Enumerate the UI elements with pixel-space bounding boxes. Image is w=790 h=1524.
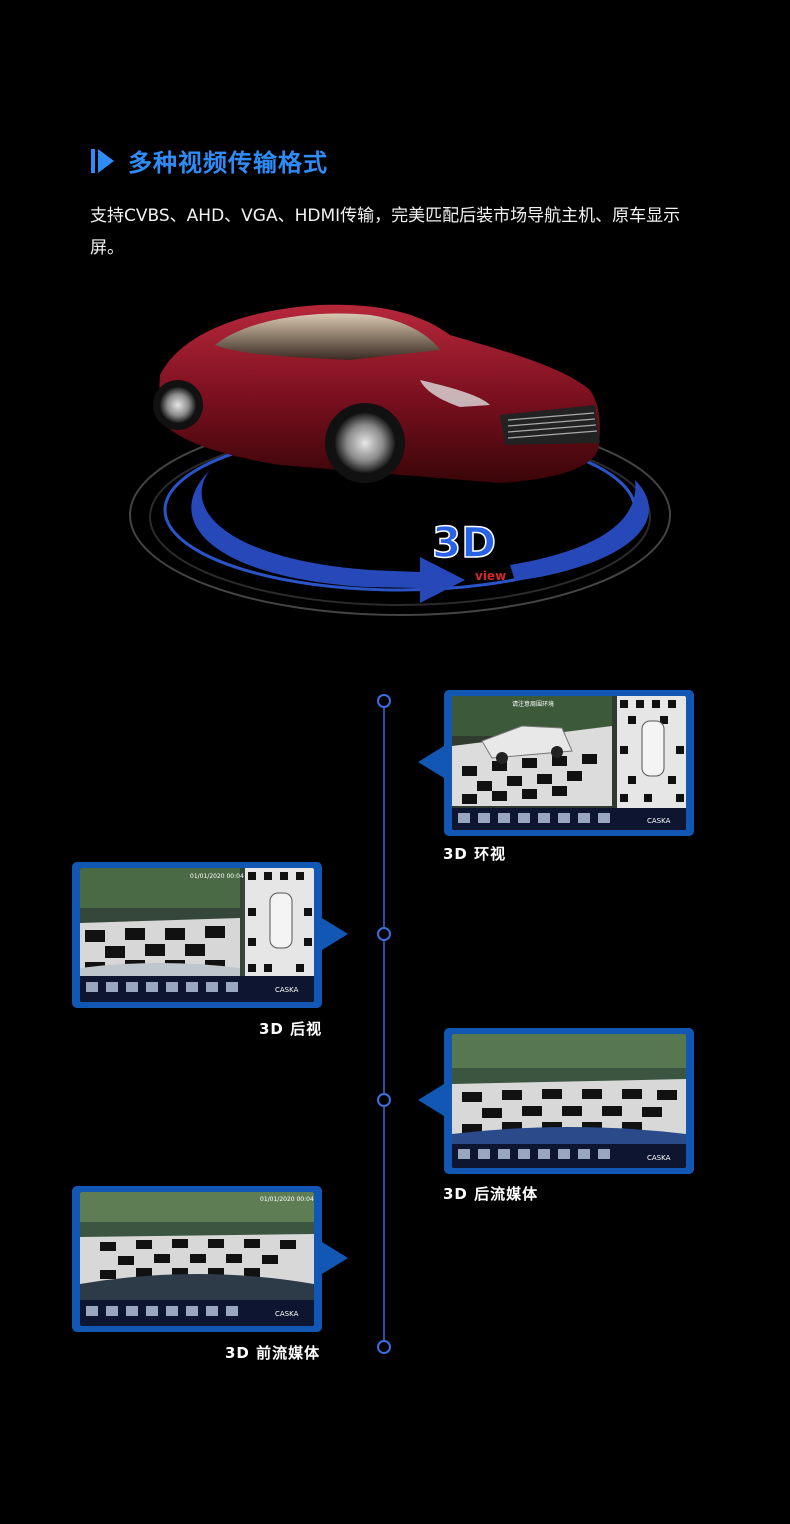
section-description: 支持CVBS、AHD、VGA、HDMI传输，完美匹配后装市场导航主机、原车显示屏… <box>90 206 681 258</box>
svg-text:CASKA: CASKA <box>275 1310 299 1318</box>
screen-3d-rear-view: CASKA 01/01/2020 00:04 <box>80 868 314 1002</box>
timeline-node-2 <box>377 927 391 941</box>
svg-text:CASKA: CASKA <box>647 817 671 825</box>
badge-main-text: 3D <box>432 518 496 567</box>
caption-3d-rear-view: 3D 后视 <box>259 1020 323 1038</box>
timeline-line <box>383 700 385 1348</box>
svg-text:CASKA: CASKA <box>275 986 299 994</box>
card-3d-front-streaming: CASKA 01/01/2020 00:04 <box>72 1186 348 1332</box>
screen-3d-surround-view: CASKA 请注意周围环境 <box>452 696 686 830</box>
3d-view-badge: 3D view <box>431 517 506 583</box>
play-marker-icon <box>90 146 116 176</box>
screen-3d-rear-streaming: CASKA <box>452 1034 686 1168</box>
caption-3d-front-streaming: 3D 前流媒体 <box>225 1344 321 1362</box>
svg-text:01/01/2020 00:04: 01/01/2020 00:04 <box>260 1196 314 1203</box>
timeline-node-1 <box>377 694 391 708</box>
svg-text:请注意周围环境: 请注意周围环境 <box>512 700 554 708</box>
card-3d-surround-view: CASKA 请注意周围环境 <box>418 690 694 836</box>
screen-3d-front-streaming: CASKA 01/01/2020 00:04 <box>80 1192 314 1326</box>
badge-sub-text: view <box>475 569 506 583</box>
timeline-node-3 <box>377 1093 391 1107</box>
car-3d-view-illustration: 3D view <box>120 295 700 630</box>
svg-text:01/01/2020 00:04: 01/01/2020 00:04 <box>190 873 244 880</box>
caption-3d-surround-view: 3D 环视 <box>443 845 507 863</box>
timeline-node-4 <box>377 1340 391 1354</box>
card-3d-rear-streaming: CASKA <box>418 1028 694 1174</box>
section-heading: 多种视频传输格式 <box>90 143 328 178</box>
section-title: 多种视频传输格式 <box>128 149 328 177</box>
svg-text:CASKA: CASKA <box>647 1154 671 1162</box>
card-3d-rear-view: CASKA 01/01/2020 00:04 <box>72 862 348 1008</box>
caption-3d-rear-streaming: 3D 后流媒体 <box>443 1185 539 1203</box>
